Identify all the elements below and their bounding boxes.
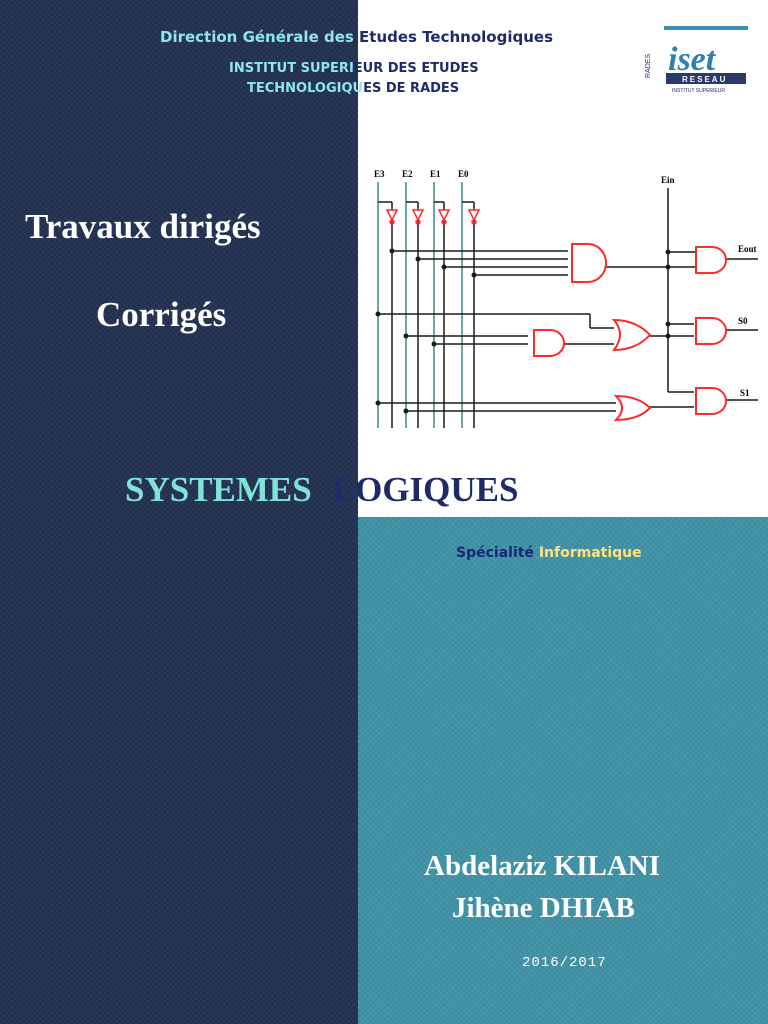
output-label-eout: Eout [738, 244, 757, 254]
subject-word-1: SYSTEMES [125, 470, 312, 509]
title-line-1: Travaux dirigés [25, 207, 261, 246]
iset-logo: RADES iset RESEAU INSTITUT SUPERIEUR [642, 20, 752, 100]
author-1: Abdelaziz KILANI [424, 850, 661, 882]
speciality: Spécialité Informatique [456, 545, 642, 561]
speciality-label: Spécialité [456, 545, 534, 561]
teal-panel [358, 517, 768, 1024]
input-label-e0: E0 [458, 169, 469, 179]
enable-in-label: Ein [661, 175, 675, 185]
input-label-e3: E3 [374, 169, 385, 179]
subject-title: SYSTEMES LOGIQUES [125, 470, 518, 510]
navy-panel [0, 0, 358, 1024]
input-label-e1: E1 [430, 169, 441, 179]
header-line-3: TECHNOLOGIQUES DE RADES [247, 81, 460, 96]
title-line-2: Corrigés [96, 295, 227, 334]
output-label-s0: S0 [738, 316, 748, 326]
speciality-value: Informatique [538, 545, 642, 561]
logo-side-text: RADES [645, 54, 652, 78]
input-label-e2: E2 [402, 169, 413, 179]
logo-sub-text: INSTITUT SUPERIEUR [672, 88, 725, 94]
year: 2016/2017 [522, 955, 607, 971]
logo-band-text: RESEAU [682, 75, 727, 84]
logo-main-text: iset [668, 41, 717, 78]
output-label-s1: S1 [740, 388, 750, 398]
author-2: Jihène DHIAB [452, 892, 635, 924]
header-line-1: Direction Générale des Etudes Technologi… [160, 28, 553, 46]
logic-circuit-diagram: E3 E2 E1 E0 Ein Eout S0 S1 [360, 160, 760, 435]
subject-word-2: LOGIQUES [331, 470, 519, 509]
header-line-2: INSTITUT SUPERIEUR DES ETUDES [229, 61, 479, 76]
